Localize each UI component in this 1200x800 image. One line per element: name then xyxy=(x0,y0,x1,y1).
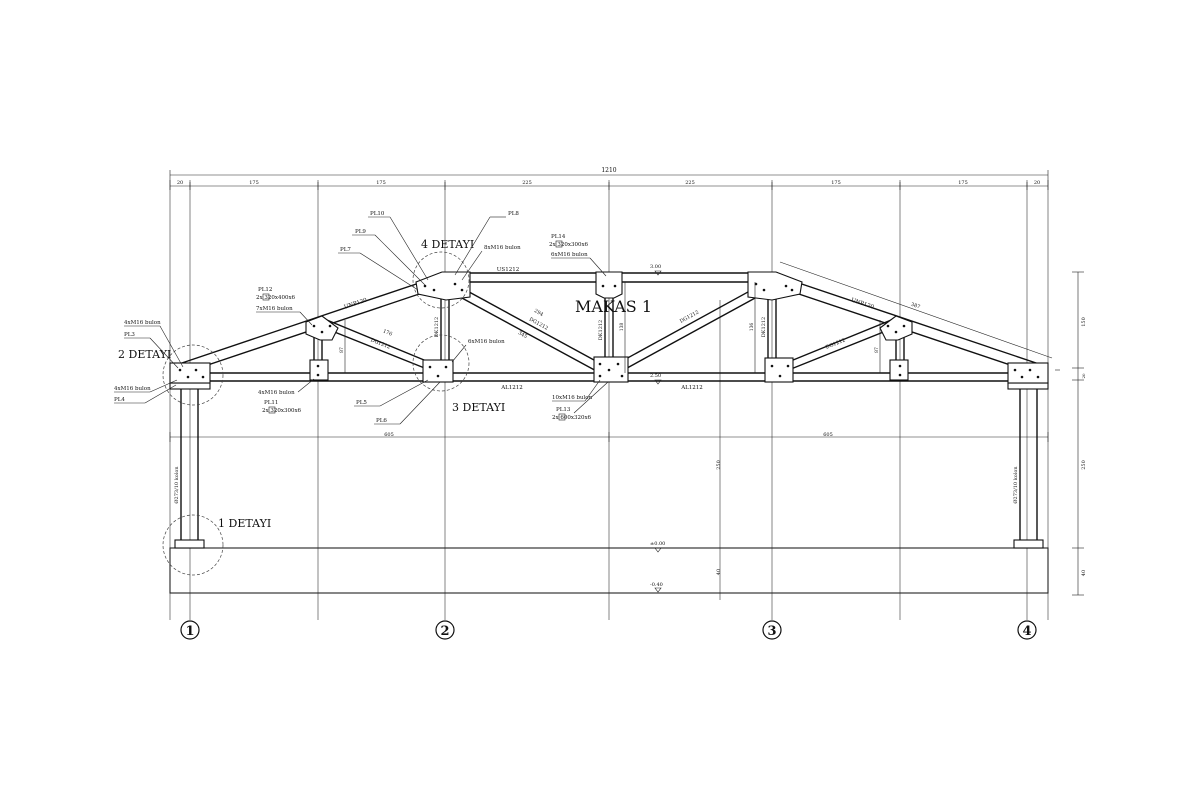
top-chord-right-label: UNP120 xyxy=(850,297,875,310)
dim-right-250: 250 xyxy=(1081,460,1087,470)
ann-pl5: PL5 xyxy=(356,400,367,406)
top-chord-left-label: UNP120 xyxy=(344,297,369,310)
ann-6m16: 6xM16 bulon xyxy=(468,339,505,345)
ann-10m16: 10xM16 bulon xyxy=(552,395,593,401)
dim-right-150: 150 xyxy=(1081,317,1087,327)
dim-seg-1: 20 xyxy=(177,180,183,186)
column-right: Ø273/10 kolon xyxy=(1007,382,1049,549)
annotations-right: PL8 8xM16 bulon PL14 2x 320x300x6 6xM16 … xyxy=(454,211,609,421)
grid-lines xyxy=(169,180,1049,620)
ann-pl9: PL9 xyxy=(355,229,366,235)
col-right-label: Ø273/10 kolon xyxy=(1012,466,1019,504)
detail-4-label: 4 DETAYI xyxy=(421,238,474,251)
ann-pl6: PL6 xyxy=(376,418,387,424)
drawing-title: MAKAS 1 xyxy=(575,297,652,316)
top-dimension-chain: 1210 20 175 175 225 225 175 175 20 xyxy=(169,167,1049,190)
axis-3: 3 xyxy=(762,620,782,640)
dim-right-40: 40 xyxy=(1081,570,1087,576)
ann-7m16: 7xM16 bulon xyxy=(256,306,293,312)
right-dimension-chain: 150 20 250 40 xyxy=(1055,271,1087,596)
dim-seg-8: 20 xyxy=(1034,180,1040,186)
ann-4m16-a: 4xM16 bulon xyxy=(124,320,161,326)
ann-pl3: PL3 xyxy=(124,332,135,338)
axis-bubbles: 1 2 3 4 xyxy=(180,620,1037,640)
detail-callouts: 2 DETAYI 1 DETAYI 3 DETAYI 4 DETAYI xyxy=(118,238,505,576)
vert-mid-label: DK1212 xyxy=(598,320,604,340)
axis-3-label: 3 xyxy=(767,624,776,639)
vdim-250: 250 xyxy=(716,460,722,470)
elev-ridge: 3.00 xyxy=(650,264,661,270)
dim-345: 345 xyxy=(517,330,528,340)
ann-pl11-spec: 2x 320x300x6 xyxy=(262,408,302,414)
dim-seg-5: 225 xyxy=(685,180,695,186)
elevation-markers: 3.00 2.50 ±0.00 -0.40 xyxy=(650,264,665,593)
h-87-left: 87 xyxy=(339,347,345,353)
axis-4-label: 4 xyxy=(1022,624,1031,639)
top-chord-mid-label: US1212 xyxy=(497,267,519,273)
axis-4: 4 xyxy=(1017,620,1037,640)
ann-6m16-b: 6xM16 bulon xyxy=(551,252,588,258)
dim-right-20: 20 xyxy=(1081,373,1086,379)
ann-pl14: PL14 xyxy=(551,234,566,240)
ann-4m16-b: 4xM16 bulon xyxy=(114,386,151,392)
dim-span-right: 605 xyxy=(823,432,833,438)
vdim-40: 40 xyxy=(716,569,722,575)
ann-pl8: PL8 xyxy=(508,211,519,217)
axis-2: 2 xyxy=(435,620,455,640)
bottom-chord-right-label: AL1212 xyxy=(680,385,703,391)
axis-1: 1 xyxy=(180,620,200,640)
ann-8m16: 8xM16 bulon xyxy=(484,245,521,251)
ann-pl13: PL13 xyxy=(556,407,571,413)
detail-3-label: 3 DETAYI xyxy=(452,401,505,414)
h-138: 138 xyxy=(619,323,625,332)
dim-176: 176 xyxy=(382,329,393,338)
dim-seg-2: 175 xyxy=(249,180,259,186)
vert-3-label: DK1212 xyxy=(761,317,767,337)
ann-pl14-spec: 2x 320x300x6 xyxy=(549,242,589,248)
dim-seg-3: 175 xyxy=(376,180,386,186)
detail-2-label: 2 DETAYI xyxy=(118,348,171,361)
annotations-left: PL10 PL9 PL7 PL12 2x 320x400x6 7xM16 bul… xyxy=(114,211,505,425)
detail-1-label: 1 DETAYI xyxy=(218,517,271,530)
dim-seg-7: 175 xyxy=(958,180,968,186)
axis-1-label: 1 xyxy=(185,624,194,639)
axis-2-label: 2 xyxy=(440,624,449,639)
ann-pl7: PL7 xyxy=(340,247,351,253)
dim-387: 387 xyxy=(910,302,921,311)
dim-seg-6: 175 xyxy=(831,180,841,186)
ann-pl11: PL11 xyxy=(264,400,278,406)
dim-total: 1210 xyxy=(601,167,616,174)
bolts xyxy=(178,282,1040,379)
dim-span-left: 605 xyxy=(384,432,394,438)
span-dimension: 605 605 xyxy=(169,432,1049,442)
ann-4m16-c: 4xM16 bulon xyxy=(258,390,295,396)
h-136: 136 xyxy=(749,323,755,332)
dim-seg-4: 225 xyxy=(522,180,532,186)
ann-pl4: PL4 xyxy=(114,397,125,403)
bottom-chord-left-label: AL1212 xyxy=(500,385,523,391)
elev-base: ±0.00 xyxy=(650,541,665,547)
ann-pl13-spec: 2x 600x320x6 xyxy=(552,415,592,421)
diag-left-label: DG1212 xyxy=(370,337,391,350)
elev-eave: 2.50 xyxy=(650,373,661,379)
foundation: 250 40 xyxy=(169,460,1049,594)
vert-2-label: DK1212 xyxy=(434,317,440,337)
col-left-label: Ø273/10 kolon xyxy=(173,466,180,504)
ann-pl12: PL12 xyxy=(258,287,272,293)
diag-mid-right-label: DG1212 xyxy=(679,309,700,324)
elev-foundation: -0.40 xyxy=(650,582,663,588)
h-87-right: 87 xyxy=(874,347,880,353)
member-dimensions: 387 176 294 345 87 138 136 87 xyxy=(339,261,1053,373)
ann-pl10: PL10 xyxy=(370,211,385,217)
dim-294: 294 xyxy=(533,308,544,318)
ann-pl12-spec: 2x 320x400x6 xyxy=(256,295,296,301)
